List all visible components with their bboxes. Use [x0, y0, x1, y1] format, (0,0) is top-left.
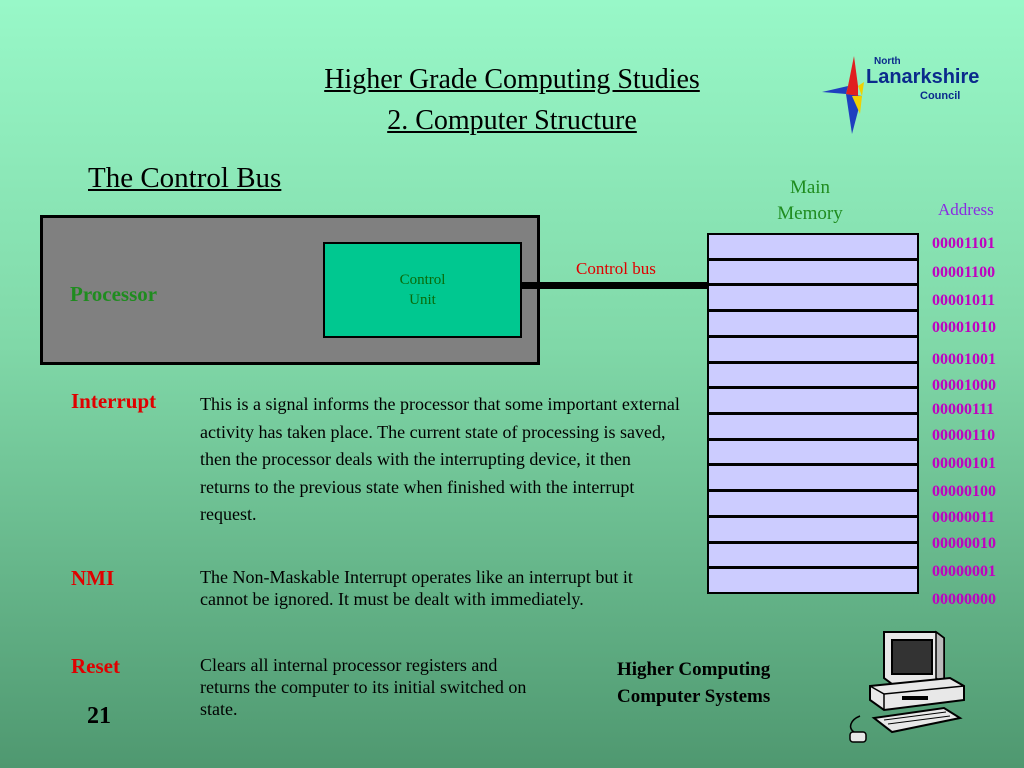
control-bus-line — [521, 282, 710, 289]
memory-cell — [709, 286, 917, 310]
footer-line-2: Computer Systems — [617, 686, 771, 707]
logo-text-council: Council — [920, 90, 961, 102]
page-number: 21 — [87, 703, 111, 729]
memory-address: 00000110 — [932, 427, 996, 444]
memory-address: 00001010 — [932, 319, 996, 336]
logo-text-north: North — [874, 56, 901, 67]
north-lanarkshire-logo: North Lanarkshire Council — [818, 52, 980, 136]
memory-cell — [709, 440, 917, 464]
title-line-2: 2. Computer Structure — [387, 105, 637, 136]
interrupt-term: Interrupt — [71, 389, 157, 413]
memory-address: 00001100 — [932, 264, 996, 281]
main-memory-line-1: Main — [789, 177, 831, 198]
memory-address: 00000010 — [932, 535, 996, 552]
memory-cell — [709, 466, 917, 490]
main-memory-label: Main Memory — [760, 175, 860, 227]
footer-line-1: Higher Computing — [617, 659, 771, 680]
memory-cell — [709, 312, 917, 335]
memory-address: 00000000 — [932, 591, 996, 608]
memory-cell — [709, 543, 917, 567]
control-bus-label: Control bus — [576, 259, 656, 278]
memory-address: 00001000 — [932, 377, 996, 394]
reset-description: Clears all internal processor registers … — [200, 655, 527, 719]
memory-cell — [709, 337, 917, 361]
memory-cell — [709, 389, 917, 413]
logo-text-lanarkshire: Lanarkshire — [866, 66, 980, 88]
address-column-label: Address — [938, 200, 994, 219]
memory-cell — [709, 235, 917, 258]
logo-star-icon — [822, 56, 864, 134]
memory-address: 00001101 — [932, 235, 996, 252]
memory-address: 00000001 — [932, 563, 996, 580]
memory-cell — [709, 517, 917, 541]
interrupt-description: This is a signal informs the processor t… — [200, 394, 680, 524]
memory-cell — [709, 569, 917, 593]
reset-term: Reset — [71, 654, 120, 678]
section-title: The Control Bus — [88, 162, 282, 194]
control-unit-label: Control Unit — [400, 270, 446, 310]
memory-cell — [709, 363, 917, 387]
title-line-1: Higher Grade Computing Studies — [324, 64, 700, 95]
memory-cell — [709, 415, 917, 438]
memory-address: 00000100 — [932, 483, 996, 500]
memory-cell — [709, 492, 917, 515]
memory-address: 00001011 — [932, 292, 996, 309]
memory-address: 00000011 — [932, 509, 996, 526]
nmi-term: NMI — [71, 566, 115, 590]
footer-text: Higher Computing Computer Systems — [617, 656, 770, 710]
nmi-description: The Non-Maskable Interrupt operates like… — [200, 567, 633, 609]
control-unit-line-1: Control — [399, 272, 446, 288]
memory-cell — [709, 260, 917, 284]
memory-stack — [707, 233, 919, 594]
main-memory-line-2: Memory — [777, 203, 843, 224]
memory-address: 00000111 — [932, 401, 995, 418]
processor-label: Processor — [70, 282, 158, 306]
computer-icon — [849, 630, 965, 743]
memory-address: 00001001 — [932, 351, 996, 368]
control-unit-line-2: Unit — [409, 292, 436, 308]
control-unit-box: Control Unit — [323, 242, 522, 338]
memory-address: 00000101 — [932, 455, 996, 472]
